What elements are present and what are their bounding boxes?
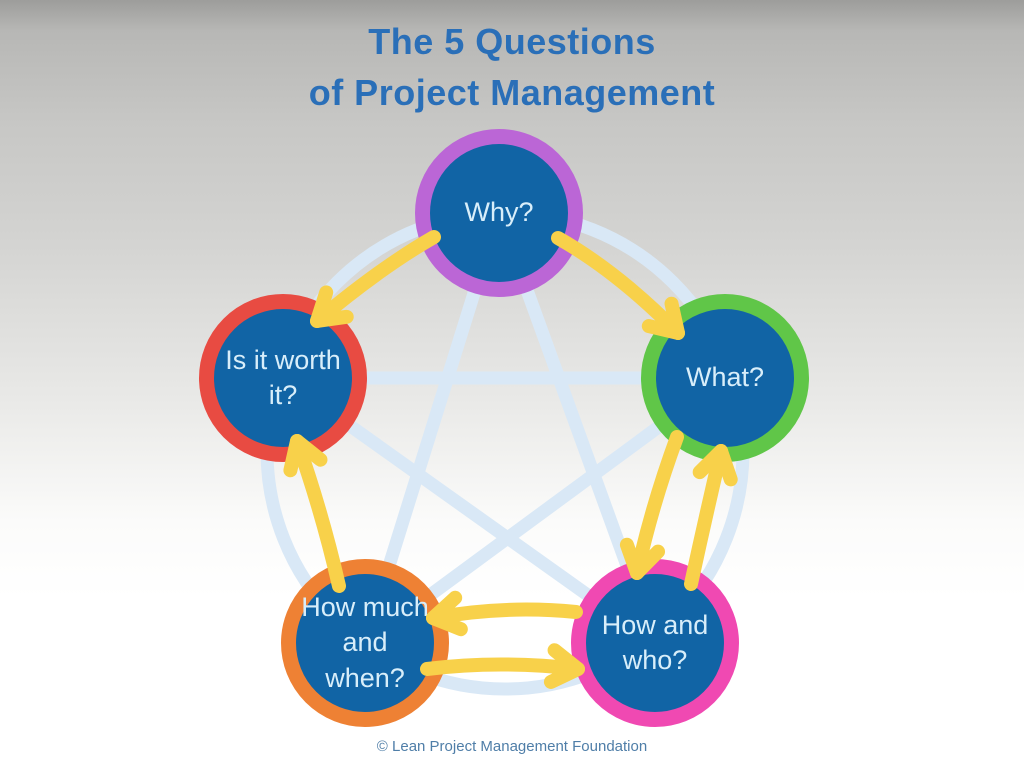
node-how-and-who: How and who? (571, 559, 739, 727)
arrow-how-much-when-to-how-who (420, 643, 585, 689)
node-is-it-worth-it-label: Is it worth it? (225, 344, 341, 410)
page-title: The 5 Questions of Project Management (0, 16, 1024, 118)
title-line-2: of Project Management (308, 72, 716, 114)
node-how-much-and-when: How much and when? (281, 559, 449, 727)
arrow-shaft (310, 230, 441, 328)
arrow-why-to-worth (310, 230, 441, 328)
arrow-how-who-to-what (684, 444, 738, 591)
footer-credit: © Lean Project Management Foundation (376, 738, 648, 755)
arrow-why-to-what (551, 231, 685, 340)
arrow-shaft (551, 231, 685, 340)
arrow-shaft (420, 657, 585, 676)
node-how-much-and-when-label: How much and when? (301, 592, 429, 693)
arrow-how-much-when-to-worth (283, 434, 346, 593)
node-why-label: Why? (464, 197, 534, 228)
title-line-1: The 5 Questions (368, 21, 656, 62)
node-what-label: What? (685, 362, 765, 393)
node-why: Why? (415, 129, 583, 297)
node-how-and-who-label: How and who? (601, 609, 709, 675)
arrow-what-to-how-who (619, 430, 684, 580)
arrow-shaft (630, 430, 684, 580)
node-what: What? (641, 294, 809, 462)
node-is-it-worth-it: Is it worth it? (199, 294, 367, 462)
arrow-shaft (684, 444, 728, 591)
arrow-how-who-to-how-much-when (426, 590, 583, 637)
arrow-shaft (426, 602, 583, 625)
